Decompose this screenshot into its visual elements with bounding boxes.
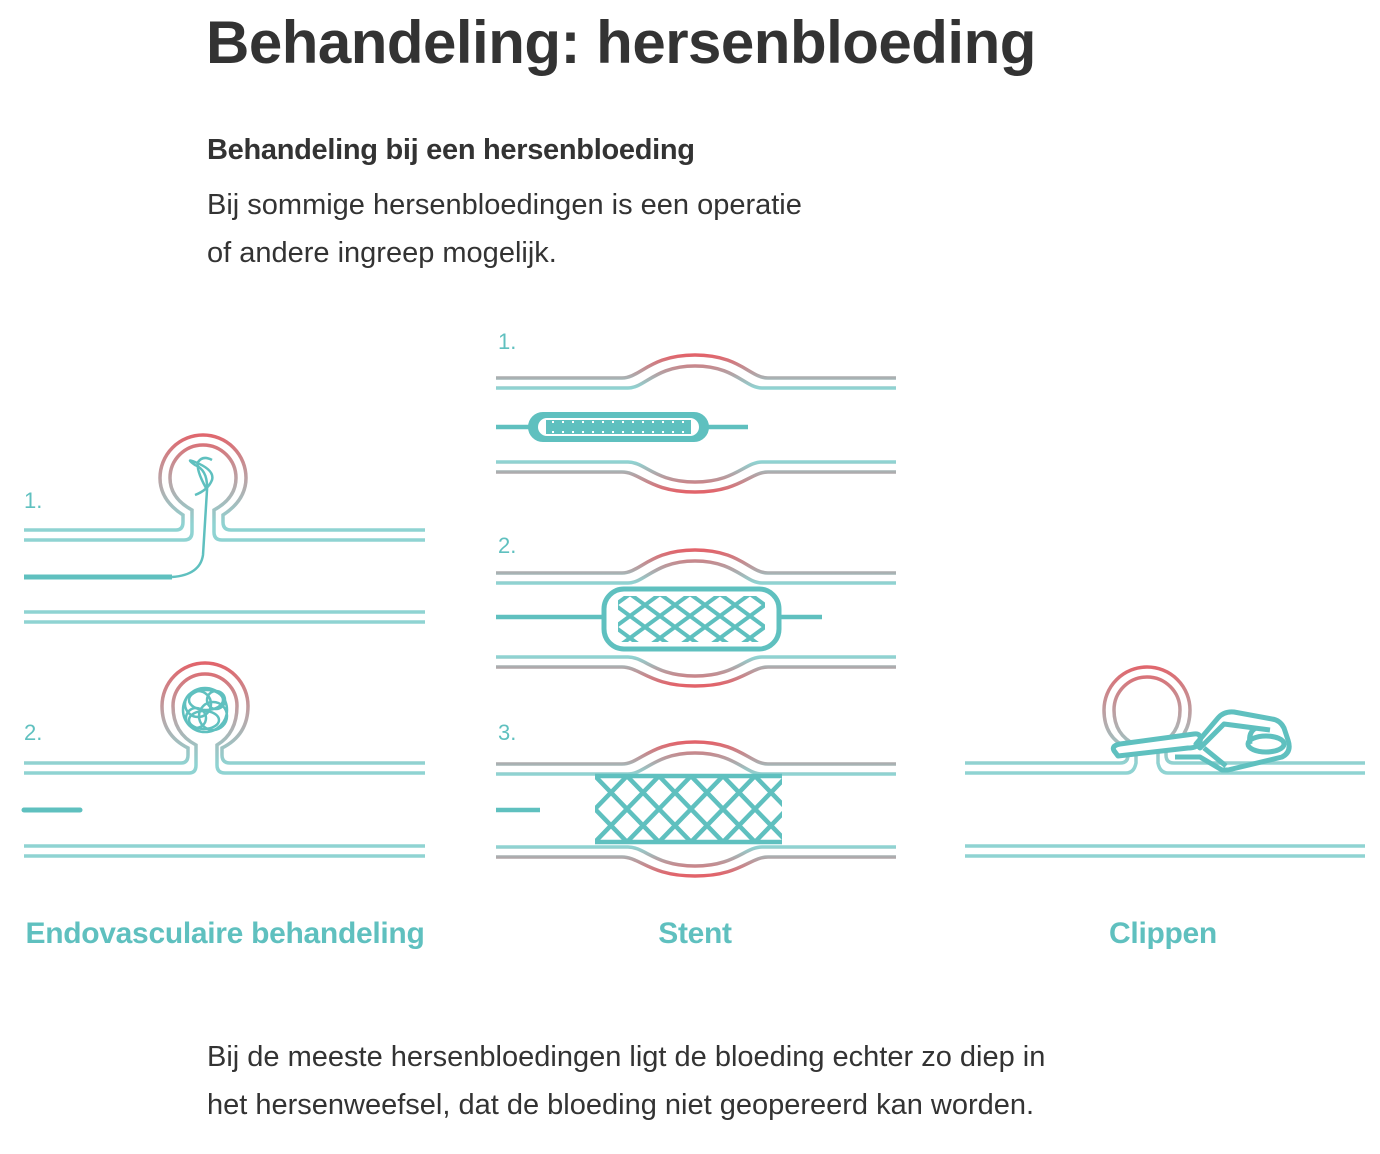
coil-wire (171, 459, 214, 579)
intro-text: Bij sommige hersenbloedingen is een oper… (207, 181, 802, 277)
aneurysm-outer-wall (24, 433, 425, 532)
coil (181, 686, 229, 734)
step-label: 2. (498, 533, 516, 558)
step-label: 3. (498, 720, 516, 745)
panel-label-endovascular: Endovasculaire behandeling (26, 917, 425, 950)
intro-line: Bij sommige hersenbloedingen is een oper… (207, 189, 802, 221)
step-label: 1. (24, 488, 42, 513)
footer-text: Bij de meeste hersenbloedingen ligt de b… (207, 1033, 1045, 1129)
vessel-wall (24, 844, 425, 858)
stent-panel: 1. 2. 3. (496, 329, 896, 878)
step-label: 1. (498, 329, 516, 354)
aneurysm-outer-wall (24, 661, 425, 765)
subtitle: Behandeling bij een hersenbloeding (207, 134, 695, 166)
aneurysm-inner-wall (24, 443, 425, 542)
page-title: Behandeling: hersenbloeding (206, 9, 1036, 76)
step-label: 2. (24, 720, 42, 745)
aneurysm-inner-wall (24, 672, 425, 775)
clip-panel (965, 665, 1365, 858)
footer-line: Bij de meeste hersenbloedingen ligt de b… (207, 1041, 1046, 1073)
surgical-clip (1110, 709, 1292, 773)
vessel-wall (24, 610, 425, 624)
panel-label-clip: Clippen (1109, 917, 1217, 950)
endovascular-panel: 1. 2. (21, 433, 425, 858)
panel-label-stent: Stent (658, 917, 732, 950)
expanding-stent (601, 586, 782, 652)
deployed-stent (595, 773, 782, 845)
intro-line: of andere ingreep mogelijk. (207, 237, 557, 269)
footer-line: het hersenweefsel, dat de bloeding niet … (207, 1089, 1035, 1121)
